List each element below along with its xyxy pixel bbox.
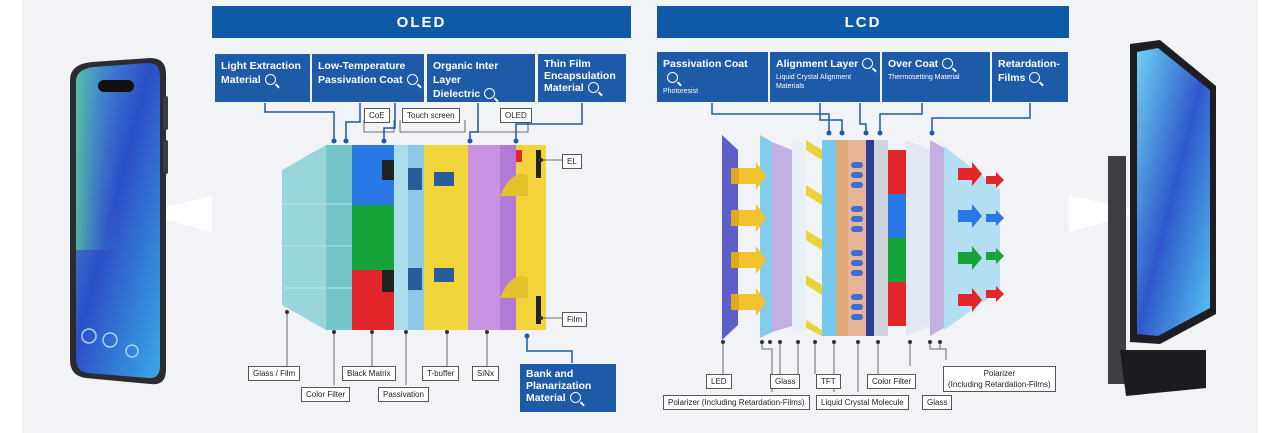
material-retardation-films-line1: Retardation- [998, 58, 1060, 70]
material-tfe-line1: Thin Film [544, 58, 591, 70]
material-ltpc-line1: Low-Temperature [318, 60, 406, 72]
material-bank-line1: Bank and [526, 368, 574, 380]
monitor-icon [1108, 40, 1216, 396]
oled-panel: OLED [212, 6, 631, 428]
label-liquid-crystal: Liquid Crystal Molecule [816, 395, 909, 410]
material-passivation-coat[interactable]: Passivation Coat Photoresist [657, 52, 768, 102]
zoom-in-icon[interactable] [862, 58, 874, 69]
material-bank-line3: Material [526, 392, 566, 404]
label-t-buffer: T-buffer [422, 366, 460, 381]
zoom-in-icon[interactable] [406, 74, 418, 85]
label-oled: OLED [500, 108, 532, 123]
material-passivation-coat-sub: Photoresist [663, 88, 699, 95]
label-coe: CoE [364, 108, 390, 123]
material-oild-line2: Dielectric [433, 88, 481, 100]
material-light-extraction-line1: Light Extraction [221, 60, 301, 72]
material-thin-film-encapsulation[interactable]: Thin Film Encapsulation Material [538, 54, 626, 102]
material-tfe-line3: Material [544, 82, 584, 94]
zoom-in-icon[interactable] [569, 392, 581, 403]
label-el: EL [562, 154, 582, 169]
label-color-filter: Color Filter [301, 387, 351, 402]
material-tfe-line2: Encapsulation [544, 70, 616, 82]
label-polarizer-left: Polarizer (Including Retardation-Films) [663, 395, 810, 410]
label-film: Film [562, 312, 588, 327]
label-glass-film: Glass / Film [248, 366, 301, 381]
material-light-extraction[interactable]: Light Extraction Material [215, 54, 310, 102]
label-polarizer-right: Polarizer (Including Retardation-Films) [943, 366, 1056, 392]
material-bank-and-planarization[interactable]: Bank and Planarization Material [520, 364, 616, 412]
label-color-filter-lcd: Color Filter [867, 374, 917, 389]
zoom-in-icon[interactable] [667, 72, 678, 83]
smartphone-icon [70, 58, 168, 385]
label-polarizer-right-line1: Polarizer [983, 369, 1016, 378]
zoom-in-icon[interactable] [484, 88, 496, 99]
material-alignment-layer[interactable]: Alignment Layer Liquid Crystal Alignment… [770, 52, 880, 102]
zoom-in-icon[interactable] [1029, 72, 1041, 83]
material-retardation-films-line2: Films [998, 72, 1026, 84]
material-oild-line1: Organic Inter Layer [433, 60, 499, 86]
material-bank-line2: Planarization [526, 380, 592, 392]
material-over-coat-sub: Thermosetting Material [888, 74, 960, 81]
material-organic-inter-layer-dielectric[interactable]: Organic Inter Layer Dielectric [427, 54, 535, 102]
label-sinx: SiNx [472, 366, 499, 381]
material-alignment-layer-title: Alignment Layer [776, 58, 859, 70]
label-glass-2: Glass [922, 395, 953, 410]
lcd-stack-diagram [711, 103, 1031, 392]
material-over-coat[interactable]: Over Coat Thermosetting Material [882, 52, 990, 102]
zoom-in-icon[interactable] [587, 82, 599, 93]
phone-zoom-beam [140, 196, 212, 232]
label-tft: TFT [816, 374, 841, 389]
lcd-header: LCD [657, 6, 1069, 38]
label-passivation: Passivation [378, 387, 429, 402]
oled-header: OLED [212, 6, 631, 38]
material-passivation-coat-title: Passivation Coat [663, 58, 748, 70]
monitor-zoom-beam [1069, 195, 1142, 232]
material-low-temperature-passivation-coat[interactable]: Low-Temperature Passivation Coat [312, 54, 424, 102]
oled-stack-diagram [264, 103, 583, 385]
label-black-matrix: Black Matrix [342, 366, 396, 381]
material-alignment-layer-sub: Liquid Crystal Alignment Materials [776, 74, 852, 90]
label-touch-screen: Touch screen [402, 108, 460, 123]
material-retardation-films[interactable]: Retardation- Films [992, 52, 1068, 102]
label-led: LED [706, 374, 732, 389]
label-polarizer-right-line2: (Including Retardation-Films) [948, 380, 1051, 389]
zoom-in-icon[interactable] [942, 58, 954, 69]
material-light-extraction-line2: Material [221, 74, 261, 86]
material-ltpc-line2: Passivation Coat [318, 74, 403, 86]
zoom-in-icon[interactable] [264, 74, 276, 85]
lcd-panel: LCD [657, 6, 1069, 428]
label-glass: Glass [770, 374, 801, 389]
material-over-coat-title: Over Coat [888, 58, 939, 70]
